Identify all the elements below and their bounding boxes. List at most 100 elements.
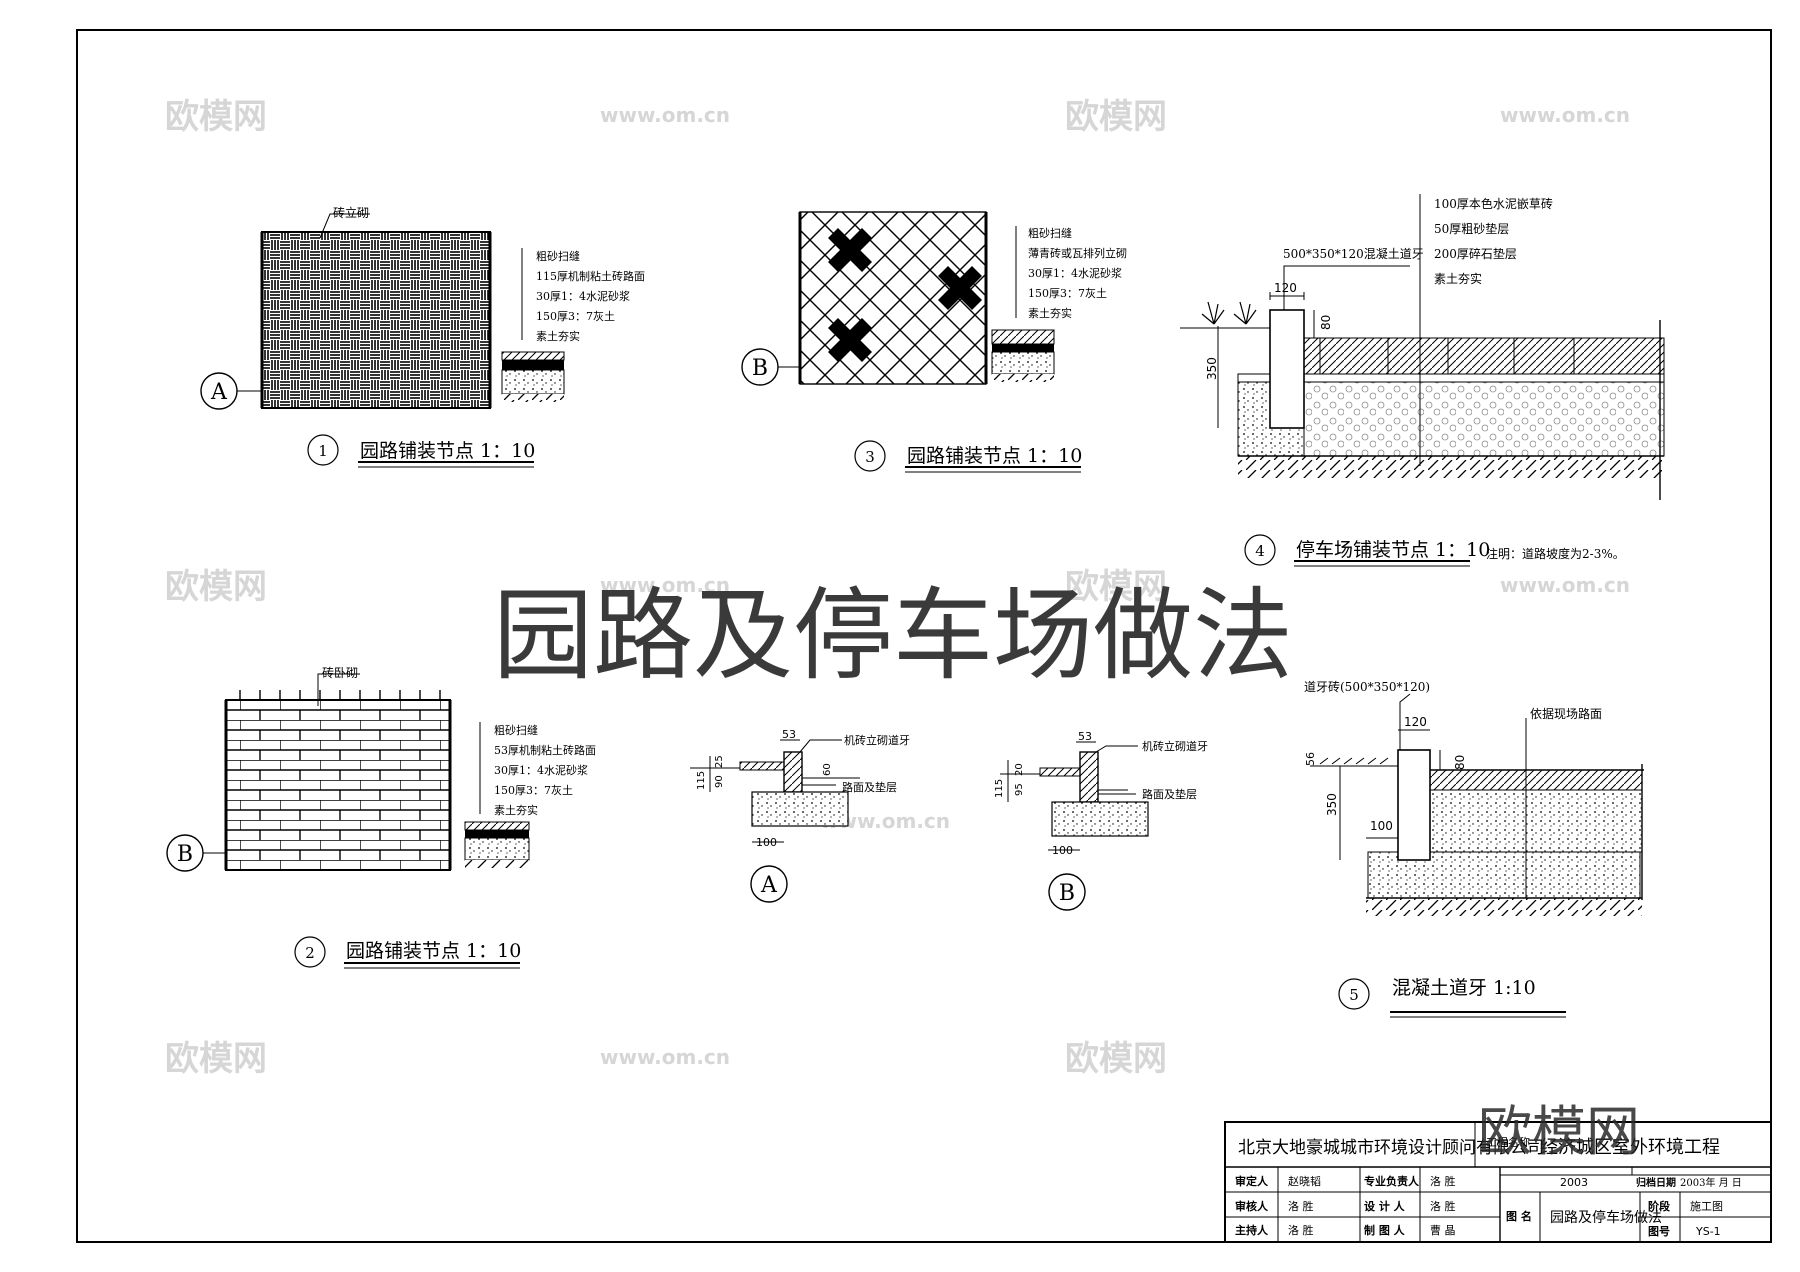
detail-number: 1 xyxy=(318,442,328,460)
drawing-name: 园路及停车场做法 xyxy=(1550,1209,1662,1226)
watermark-logo: 欧模网 xyxy=(165,1039,267,1079)
layer-2: 薄青砖或瓦排列立砌 xyxy=(1028,246,1127,260)
company-name: 北京大地豪城城市环境设计顾问有限公司 xyxy=(1238,1137,1544,1158)
section-mark-letter: B xyxy=(1059,881,1075,906)
curb-label: 道牙砖(500*350*120) xyxy=(1304,679,1430,694)
detail-number: 3 xyxy=(865,448,875,466)
layer-5: 素土夯实 xyxy=(1028,306,1072,320)
detail-3: B 粗砂扫缝 薄青砖或瓦排列立砌 30厚1：4水泥砂浆 150厚3：7灰土 素土… xyxy=(741,211,1127,473)
section-mark-letter: B xyxy=(177,842,193,867)
archive-label: 归档日期 xyxy=(1636,1176,1676,1189)
watermark-logo: 欧模网 xyxy=(1065,567,1167,607)
watermark-url: www.om.cn xyxy=(600,1045,730,1069)
herringbone-paving-plan xyxy=(261,231,491,409)
row-value: 曹 晶 xyxy=(1430,1224,1456,1237)
layer-3: 30厚1：4水泥砂浆 xyxy=(536,289,630,303)
watermark-logo: 欧模网 xyxy=(1065,97,1167,137)
detail-title: 园路铺装节点 1：10 xyxy=(360,440,535,462)
layer-1: 粗砂扫缝 xyxy=(494,723,538,737)
ground-label: 依据现场路面 xyxy=(1530,706,1602,721)
dim-base: 100 xyxy=(1370,819,1393,833)
row-key: 设 计 人 xyxy=(1364,1199,1406,1213)
layer-legend: 粗砂扫缝 115厚机制粘土砖路面 30厚1：4水泥砂浆 150厚3：7灰土 素土… xyxy=(536,249,645,343)
layer-4: 素土夯实 xyxy=(1434,271,1482,286)
drawing-number: YS-1 xyxy=(1695,1225,1721,1238)
dim-b: 95 xyxy=(1014,783,1025,796)
dim-w: 53 xyxy=(1078,730,1092,743)
dim-top: 56 xyxy=(1304,752,1317,766)
corner-watermark-logo: 欧模网 xyxy=(1478,1100,1640,1163)
layer-5: 素土夯实 xyxy=(494,803,538,817)
layer-3: 30厚1：4水泥砂浆 xyxy=(494,763,588,777)
layer-legend: 粗砂扫缝 薄青砖或瓦排列立砌 30厚1：4水泥砂浆 150厚3：7灰土 素土夯实 xyxy=(1028,226,1127,320)
label-surface: 路面及垫层 xyxy=(1142,787,1197,801)
curb-label: 500*350*120混凝土道牙 xyxy=(1283,246,1424,261)
label-curb: 机砖立砌道牙 xyxy=(844,733,910,747)
layer-1: 粗砂扫缝 xyxy=(536,249,580,263)
row-value: 洛 胜 xyxy=(1288,1199,1314,1213)
section-mark-letter: A xyxy=(210,380,228,405)
layer-4: 150厚3：7灰土 xyxy=(494,783,573,797)
drawing-name-label: 图 名 xyxy=(1506,1209,1532,1223)
row-key: 审核人 xyxy=(1235,1199,1269,1213)
row-value: 赵晓韬 xyxy=(1288,1174,1321,1188)
top-label: 砖卧砌 xyxy=(322,665,358,680)
row-key: 制 图 人 xyxy=(1364,1223,1406,1237)
project-name: 经济城区室外环境工程 xyxy=(1540,1137,1720,1158)
dim-b: 90 xyxy=(714,775,725,788)
layer-4: 150厚3：7灰土 xyxy=(1028,286,1107,300)
stage-label: 阶段 xyxy=(1648,1199,1670,1213)
dim-h1: 80 xyxy=(1453,755,1467,770)
layer-4: 150厚3：7灰土 xyxy=(536,309,615,323)
detail-5: 120 道牙砖(500*350*120) 依据现场路面 80 350 56 10… xyxy=(1304,679,1644,1018)
grass-paver-layer xyxy=(1269,337,1665,375)
detail-4: 120 80 350 500*350*120混凝土道牙 100厚本色水泥嵌草砖 … xyxy=(1180,194,1665,567)
layer-3: 30厚1：4水泥砂浆 xyxy=(1028,266,1122,280)
year: 2003 xyxy=(1560,1176,1588,1189)
detail-title: 园路铺装节点 1：10 xyxy=(907,445,1082,467)
dim-w: 53 xyxy=(782,728,796,741)
detail-2: 砖卧砌 B 粗砂扫缝 53厚机制粘土砖路面 30厚1：4水泥砂浆 150厚3：7… xyxy=(166,665,596,969)
row-value: 洛 胜 xyxy=(1288,1223,1314,1237)
watermark-url: www.om.cn xyxy=(600,103,730,127)
watermark-url: www.om.cn xyxy=(1500,103,1630,127)
layer-2: 53厚机制粘土砖路面 xyxy=(494,743,596,757)
watermark-url: www.om.cn xyxy=(1500,573,1630,597)
dim-h2: 350 xyxy=(1205,357,1219,380)
watermark-logo: 欧模网 xyxy=(1065,1039,1167,1079)
dim-a: 115 xyxy=(696,771,707,790)
concrete-curb xyxy=(1269,309,1305,429)
dim-base: 100 xyxy=(756,836,777,849)
layer-3: 200厚碎石垫层 xyxy=(1434,246,1517,261)
watermark-url: www.om.cn xyxy=(600,573,730,597)
number-label: 图号 xyxy=(1648,1225,1670,1238)
detail-1: 砖立砌 A 粗砂扫缝 115厚机制粘土砖路面 30厚1：4水泥砂浆 150厚3：… xyxy=(200,205,645,468)
detail-title: 混凝土道牙 1:10 xyxy=(1392,977,1536,999)
brick-paving-plan xyxy=(225,699,451,871)
project-label: 工程名称 xyxy=(1486,1135,1530,1149)
row-key: 专业负责人 xyxy=(1364,1174,1420,1188)
note: 注明：道路坡度为2-3%。 xyxy=(1486,546,1625,561)
watermarks: 欧模网 欧模网 欧模网 欧模网 欧模网 欧模网 www.om.cn www.om… xyxy=(165,97,1630,1079)
detail-title: 园路铺装节点 1：10 xyxy=(346,940,521,962)
layer-2: 115厚机制粘土砖路面 xyxy=(536,269,645,283)
layer-legend: 100厚本色水泥嵌草砖 50厚粗砂垫层 200厚碎石垫层 素土夯实 xyxy=(1434,196,1553,286)
main-title: 园路及停车场做法 xyxy=(493,577,1293,694)
curb-detail-b: 53 机砖立砌道牙 路面及垫层 115 95 20 100 B xyxy=(994,730,1208,911)
watermark-logo: 欧模网 xyxy=(165,567,267,607)
label-curb: 机砖立砌道牙 xyxy=(1142,739,1208,753)
section-mark-letter: B xyxy=(752,356,768,381)
dim-c: 25 xyxy=(714,755,725,768)
row-key: 主持人 xyxy=(1235,1223,1269,1237)
grass-icon xyxy=(1201,301,1257,325)
detail-title: 停车场铺装节点 1：10 xyxy=(1296,539,1490,561)
layer-legend: 粗砂扫缝 53厚机制粘土砖路面 30厚1：4水泥砂浆 150厚3：7灰土 素土夯… xyxy=(494,723,596,817)
layer-5: 素土夯实 xyxy=(536,329,580,343)
title-block: 北京大地豪城城市环境设计顾问有限公司 工程名称 经济城区室外环境工程 审定人 赵… xyxy=(1224,1121,1772,1243)
layer-2: 50厚粗砂垫层 xyxy=(1434,221,1509,236)
archive-date: 2003年 月 日 xyxy=(1680,1176,1742,1189)
section-mark-letter: A xyxy=(760,873,778,898)
road-base-layer xyxy=(1429,789,1643,853)
stage: 施工图 xyxy=(1690,1200,1723,1213)
dim-h1: 80 xyxy=(1319,315,1333,330)
